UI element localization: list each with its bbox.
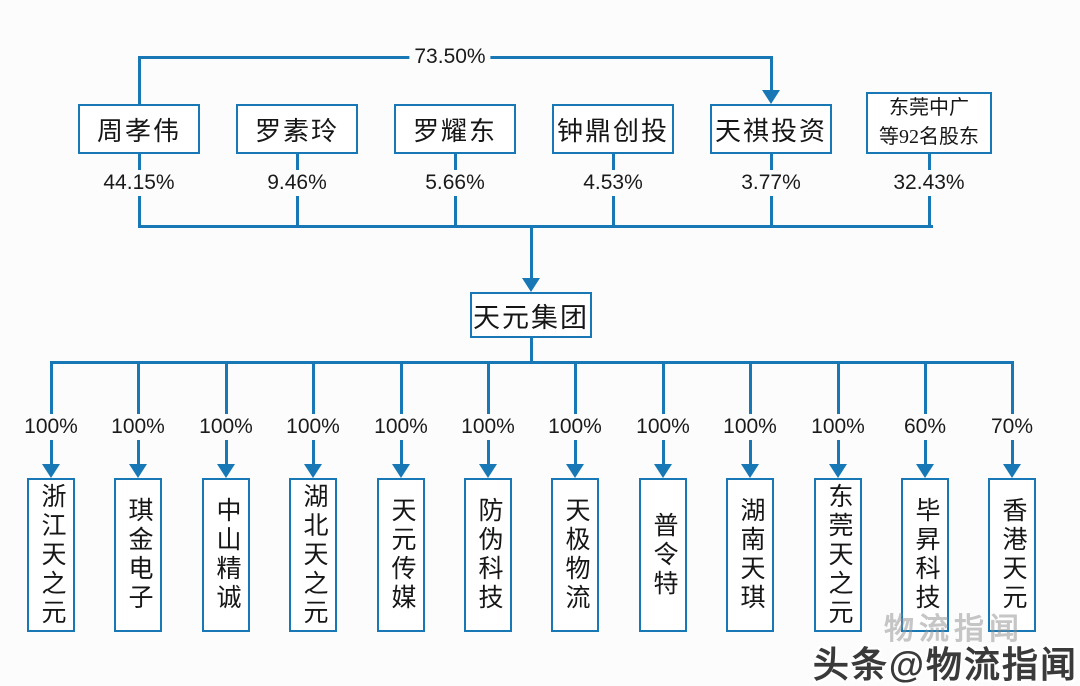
shareholder-box: 天祺投资 xyxy=(710,104,832,154)
subsidiary-box: 湖北天之元 xyxy=(289,478,337,632)
subsidiary-name: 香港天元 xyxy=(999,497,1026,613)
subsidiary-connector-line xyxy=(748,362,752,464)
subsidiary-connector-line xyxy=(136,362,140,464)
arrow-into-parent-box xyxy=(522,278,540,292)
subsidiary-connector-line xyxy=(923,362,927,464)
subsidiaries-bus-line xyxy=(49,360,1014,364)
watermark-text: 头条@物流指闻 xyxy=(812,644,1078,685)
subsidiary-connector-line xyxy=(486,362,490,464)
subsidiary-percent-label: 100% xyxy=(19,414,83,440)
subsidiary-name: 防伪科技 xyxy=(475,497,502,613)
shareholder-name: 钟鼎创投 xyxy=(556,116,669,146)
shareholder-name: 东莞中广等92名股东 xyxy=(879,94,979,152)
subsidiary-connector-line xyxy=(49,362,53,464)
subsidiary-percent-label: 100% xyxy=(194,414,258,440)
subsidiary-percent-label: 100% xyxy=(718,414,782,440)
subsidiary-connector-line xyxy=(1010,362,1014,464)
subsidiary-percent-label: 100% xyxy=(281,414,345,440)
shareholder-box: 周孝伟 xyxy=(78,104,200,154)
subsidiary-connector-line xyxy=(661,362,665,464)
shareholder-name: 罗素玲 xyxy=(254,116,339,146)
shareholder-name: 罗耀东 xyxy=(412,116,497,146)
subsidiary-box: 琪金电子 xyxy=(114,478,162,632)
subsidiary-box: 天元传媒 xyxy=(377,478,425,632)
subsidiary-name: 天极物流 xyxy=(562,497,589,613)
subsidiary-percent-label: 100% xyxy=(806,414,870,440)
connector-parent-down xyxy=(529,338,533,362)
subsidiary-connector-line xyxy=(573,362,577,464)
parent-company-box: 天元集团 xyxy=(470,292,592,338)
shareholder-percent-label: 5.66% xyxy=(420,170,490,196)
subsidiary-connector-line xyxy=(224,362,228,464)
subsidiary-name: 毕昇科技 xyxy=(912,497,939,613)
shareholder-name-line: 等92名股东 xyxy=(879,126,979,148)
arrow-into-tianqi-box xyxy=(762,90,780,104)
subsidiary-box: 东莞天之元 xyxy=(814,478,862,632)
subsidiary-name: 普令特 xyxy=(650,511,677,599)
subsidiary-box: 湖南天琪 xyxy=(726,478,774,632)
subsidiary-percent-label: 60% xyxy=(898,414,952,440)
subsidiary-name: 湖南天琪 xyxy=(737,497,764,613)
arrow-into-subsidiary-box xyxy=(217,464,235,478)
arrow-into-subsidiary-box xyxy=(829,464,847,478)
shareholder-percent-label: 32.43% xyxy=(888,170,970,196)
watermark-ghost-text: 物流指闻 xyxy=(884,613,1024,646)
subsidiary-box: 毕昇科技 xyxy=(901,478,949,632)
arrow-into-subsidiary-box xyxy=(304,464,322,478)
shareholder-name: 天祺投资 xyxy=(714,116,827,146)
subsidiary-percent-label: 100% xyxy=(106,414,170,440)
subsidiary-box: 天极物流 xyxy=(551,478,599,632)
shareholder-percent-label: 44.15% xyxy=(98,170,180,196)
arrow-into-subsidiary-box xyxy=(1003,464,1021,478)
subsidiary-name: 浙江天之元 xyxy=(38,482,65,628)
shareholders-bus-line xyxy=(137,224,933,228)
shareholder-box: 钟鼎创投 xyxy=(552,104,674,154)
subsidiary-name: 东莞天之元 xyxy=(825,482,852,628)
shareholder-name-line: 东莞中广 xyxy=(889,97,969,119)
subsidiary-name: 天元传媒 xyxy=(388,497,415,613)
parent-company-name: 天元集团 xyxy=(473,302,589,333)
subsidiary-percent-label: 100% xyxy=(543,414,607,440)
subsidiary-box: 普令特 xyxy=(639,478,687,632)
subsidiary-connector-line xyxy=(836,362,840,464)
shareholder-box: 东莞中广等92名股东 xyxy=(866,92,992,154)
arrow-into-subsidiary-box xyxy=(42,464,60,478)
shareholder-percent-label: 4.53% xyxy=(578,170,648,196)
subsidiary-percent-label: 70% xyxy=(985,414,1039,440)
arrow-into-subsidiary-box xyxy=(916,464,934,478)
subsidiary-box: 中山精诚 xyxy=(202,478,250,632)
shareholder-percent-label: 9.46% xyxy=(262,170,332,196)
connector-topright-down xyxy=(769,57,773,90)
subsidiary-box: 防伪科技 xyxy=(464,478,512,632)
shareholder-box: 罗素玲 xyxy=(236,104,358,154)
subsidiary-name: 琪金电子 xyxy=(125,497,152,613)
subsidiary-connector-line xyxy=(311,362,315,464)
cross-holding-percent-label: 73.50% xyxy=(409,44,491,70)
connector-topleft-up xyxy=(137,57,141,104)
subsidiary-connector-line xyxy=(399,362,403,464)
subsidiary-box: 香港天元 xyxy=(988,478,1036,632)
arrow-into-subsidiary-box xyxy=(654,464,672,478)
subsidiary-percent-label: 100% xyxy=(369,414,433,440)
connector-center-drop xyxy=(529,226,533,279)
shareholder-percent-label: 3.77% xyxy=(736,170,806,196)
arrow-into-subsidiary-box xyxy=(566,464,584,478)
arrow-into-subsidiary-box xyxy=(392,464,410,478)
shareholder-name: 周孝伟 xyxy=(96,116,181,146)
shareholder-box: 罗耀东 xyxy=(394,104,516,154)
arrow-into-subsidiary-box xyxy=(479,464,497,478)
subsidiary-name: 湖北天之元 xyxy=(300,482,327,628)
subsidiary-percent-label: 100% xyxy=(456,414,520,440)
arrow-into-subsidiary-box xyxy=(129,464,147,478)
subsidiary-name: 中山精诚 xyxy=(213,497,240,613)
arrow-into-subsidiary-box xyxy=(741,464,759,478)
subsidiary-box: 浙江天之元 xyxy=(27,478,75,632)
subsidiary-percent-label: 100% xyxy=(631,414,695,440)
